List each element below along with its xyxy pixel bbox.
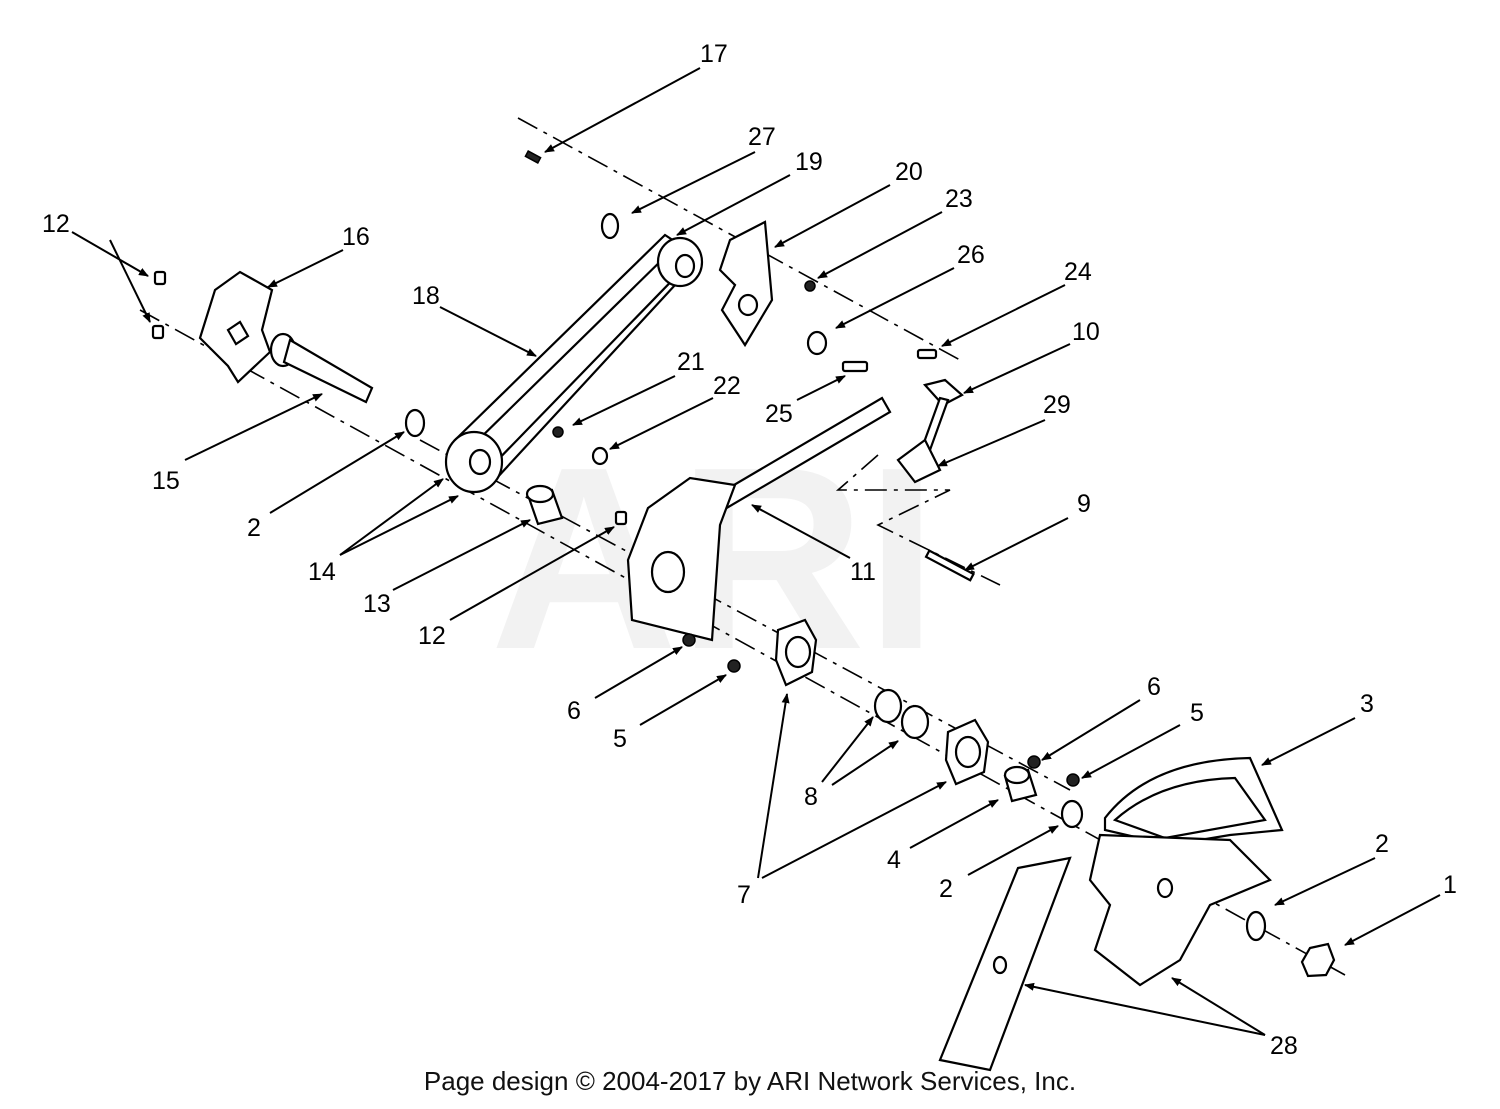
callout-6-right: 6 bbox=[1147, 673, 1161, 701]
callout-24: 24 bbox=[1064, 258, 1092, 286]
washer-2-left bbox=[404, 408, 426, 438]
callout-10: 10 bbox=[1072, 318, 1100, 346]
guard-3 bbox=[1103, 756, 1284, 847]
nut-5-right bbox=[1066, 773, 1080, 787]
callout-12-mid: 12 bbox=[418, 622, 446, 650]
bearing-flange-7-right bbox=[944, 718, 990, 786]
callout-13: 13 bbox=[363, 590, 391, 618]
callout-17: 17 bbox=[700, 40, 728, 68]
callout-16: 16 bbox=[342, 223, 370, 251]
callout-28: 28 bbox=[1270, 1032, 1298, 1060]
callout-8: 8 bbox=[804, 783, 818, 811]
callout-1: 1 bbox=[1443, 871, 1457, 899]
pin-17 bbox=[524, 150, 542, 164]
callout-5-left: 5 bbox=[613, 725, 627, 753]
belt-arm-18 bbox=[444, 233, 704, 494]
leader-lines bbox=[71, 67, 1441, 1036]
callout-7: 7 bbox=[737, 881, 751, 909]
spacer-13 bbox=[525, 484, 564, 526]
washer-2-mid bbox=[1060, 799, 1084, 829]
callout-20: 20 bbox=[895, 158, 923, 186]
callout-15: 15 bbox=[152, 467, 180, 495]
callout-25: 25 bbox=[765, 400, 793, 428]
bearing-flange-7-left bbox=[774, 618, 818, 687]
spacer-4 bbox=[1003, 765, 1038, 803]
screw-12-middle bbox=[614, 510, 628, 526]
bracket-20 bbox=[718, 220, 774, 348]
nut-5-left bbox=[727, 659, 741, 673]
washer-6-right bbox=[1027, 755, 1041, 769]
callout-2-left: 2 bbox=[247, 514, 261, 542]
housing-plate bbox=[626, 476, 737, 642]
callout-22: 22 bbox=[713, 372, 741, 400]
nut-21 bbox=[552, 426, 564, 438]
callout-2-mid: 2 bbox=[939, 875, 953, 903]
copyright-footer: Page design © 2004-2017 by ARI Network S… bbox=[423, 1066, 1077, 1096]
callout-26: 26 bbox=[957, 241, 985, 269]
callout-9: 9 bbox=[1077, 490, 1091, 518]
bearing-8-a bbox=[873, 688, 903, 724]
callout-27: 27 bbox=[748, 123, 776, 151]
callout-21: 21 bbox=[677, 348, 705, 376]
bearing-8-b bbox=[900, 704, 930, 740]
callout-labels: 17 27 19 20 23 26 24 12 16 18 10 21 22 2… bbox=[42, 40, 1457, 1060]
callout-23: 23 bbox=[945, 185, 973, 213]
bolt-24 bbox=[916, 348, 938, 360]
pin-9 bbox=[924, 549, 975, 582]
washer-2-right bbox=[1245, 910, 1267, 942]
blade-28-bar bbox=[938, 856, 1072, 1072]
blade-28-disc bbox=[1088, 833, 1272, 987]
nut-1 bbox=[1300, 942, 1336, 978]
screw-12-upper bbox=[151, 270, 167, 340]
callout-4: 4 bbox=[887, 846, 901, 874]
callout-18: 18 bbox=[412, 282, 440, 310]
washer-6-left bbox=[682, 633, 696, 647]
callout-3: 3 bbox=[1360, 690, 1374, 718]
washer-26 bbox=[806, 330, 828, 356]
callout-2-right: 2 bbox=[1375, 830, 1389, 858]
callout-14: 14 bbox=[308, 558, 336, 586]
callout-11: 11 bbox=[850, 558, 876, 586]
bolt-25 bbox=[841, 360, 869, 373]
callout-19: 19 bbox=[795, 148, 823, 176]
washer-22 bbox=[591, 446, 609, 466]
callout-5-right: 5 bbox=[1190, 699, 1204, 727]
bolt-15 bbox=[269, 332, 374, 404]
latch-29 bbox=[896, 438, 942, 484]
nut-23 bbox=[804, 280, 816, 292]
bracket-16 bbox=[198, 270, 274, 384]
washer-27 bbox=[600, 212, 620, 240]
callout-12-top: 12 bbox=[42, 210, 70, 238]
callout-29: 29 bbox=[1043, 391, 1071, 419]
callout-6-left: 6 bbox=[567, 697, 581, 725]
